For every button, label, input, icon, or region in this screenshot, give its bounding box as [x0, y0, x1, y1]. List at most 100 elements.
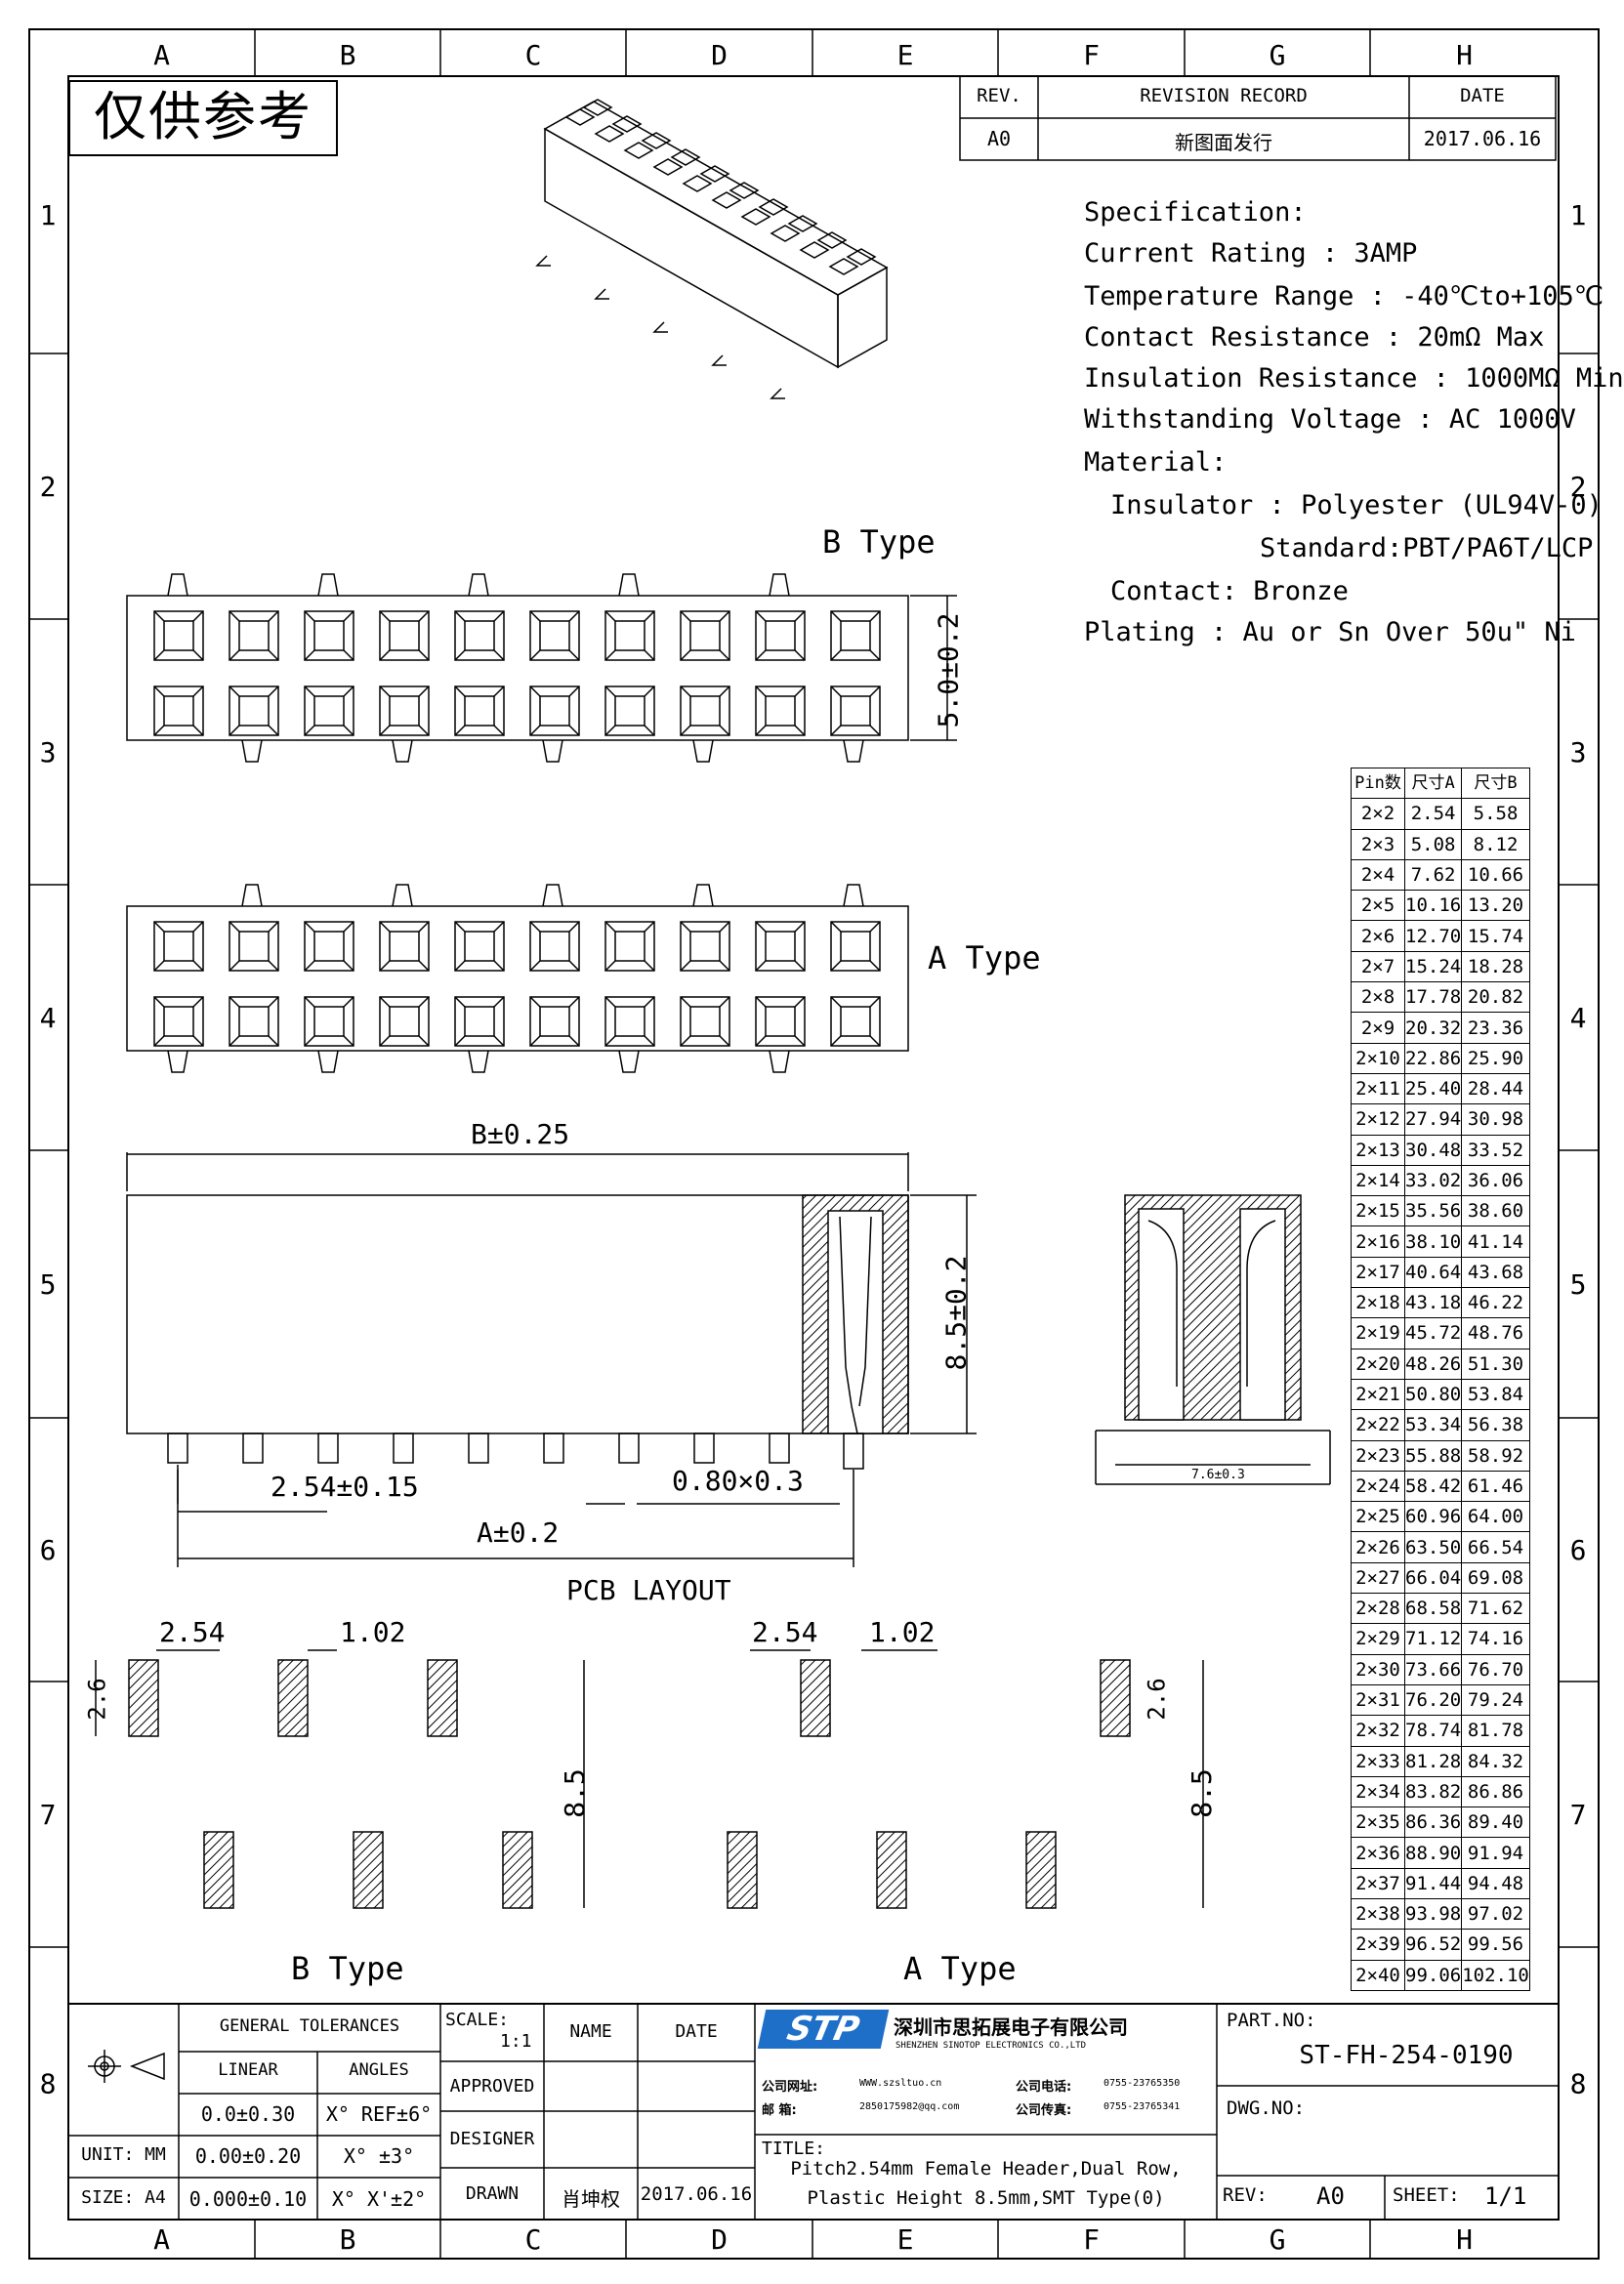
solder-tail-top — [167, 573, 188, 597]
rev-value: A0 — [986, 127, 1012, 150]
contact-cell — [830, 921, 881, 972]
iso-hole — [816, 231, 848, 249]
row-label-4-left: 4 — [40, 1002, 57, 1034]
iso-pin — [535, 255, 551, 267]
dimension-cell-dim-b: 56.38 — [1461, 1409, 1530, 1441]
contact-cell-inner — [313, 620, 345, 651]
dimension-cell-dim-a: 40.64 — [1403, 1256, 1463, 1289]
front-pin — [769, 1433, 790, 1464]
contact-cell-inner — [238, 620, 270, 651]
contact-cell — [529, 921, 580, 972]
dimension-cell-dim-b: 79.24 — [1461, 1683, 1530, 1717]
front-pin — [317, 1433, 339, 1464]
header-dim-a: 尺寸A — [1403, 767, 1463, 800]
solder-tail-top — [843, 884, 864, 907]
side-section-view — [1095, 1194, 1331, 1485]
rev-value-block: A0 — [1316, 2182, 1345, 2210]
front-pin-section — [843, 1433, 864, 1470]
contact-cell — [153, 996, 204, 1047]
contact-cell-inner — [464, 1006, 495, 1037]
fax-label: 公司传真: — [1016, 2103, 1072, 2118]
dimension-cell-dim-a: 53.34 — [1403, 1409, 1463, 1441]
contact-cell — [604, 685, 655, 736]
pcb-a-pitch-label: 2.54 — [752, 1616, 818, 1648]
solder-tail-bottom — [241, 739, 263, 763]
contact-cell-inner — [313, 931, 345, 962]
dimension-cell-dim-b: 38.60 — [1461, 1195, 1530, 1227]
contact-cell-inner — [389, 931, 420, 962]
contact-cell-inner — [689, 931, 721, 962]
column-label-f-bottom: F — [1083, 2223, 1100, 2256]
a-type-top-view — [126, 884, 909, 1073]
dimension-cell-pins: 2×24 — [1351, 1470, 1405, 1503]
pcb-a-pad-width-label: 1.02 — [869, 1616, 936, 1648]
front-pin — [468, 1433, 489, 1464]
dimension-cell-dim-b: 13.20 — [1461, 890, 1530, 922]
dimension-cell-pins: 2×16 — [1351, 1225, 1405, 1258]
row-label-4-right: 4 — [1570, 1002, 1587, 1034]
column-label-c-top: C — [525, 39, 542, 71]
contact-cell — [304, 685, 354, 736]
pcb-b-type-label: B Type — [291, 1950, 404, 1987]
website-label: 公司网址: — [762, 2080, 818, 2095]
approved-label: APPROVED — [449, 2076, 535, 2097]
contact-cell — [604, 610, 655, 661]
row-label-1-right: 1 — [1570, 199, 1587, 231]
contact-cell-inner — [163, 620, 194, 651]
iso-hole — [670, 148, 701, 166]
contact-cell-inner — [765, 1006, 796, 1037]
contact-cell — [755, 685, 806, 736]
column-label-h-bottom: H — [1456, 2223, 1473, 2256]
solder-tail-bottom — [843, 739, 864, 763]
dimension-cell-dim-b: 36.06 — [1461, 1164, 1530, 1197]
contact-cell-inner — [238, 1006, 270, 1037]
row-label-7-right: 7 — [1570, 1799, 1587, 1831]
row-label-7-left: 7 — [40, 1799, 57, 1831]
isometric-connector-view — [535, 99, 889, 399]
email-value: 2850175982@qq.com — [859, 2101, 960, 2112]
dimension-cell-dim-a: 68.58 — [1403, 1593, 1463, 1625]
contact-cell-inner — [163, 1006, 194, 1037]
column-label-e-top: E — [897, 39, 914, 71]
spec-plating: Plating : Au or Sn Over 50u" Ni — [1084, 617, 1576, 647]
solder-tail-bottom — [468, 1050, 489, 1073]
dimension-cell-dim-b: 8.12 — [1461, 828, 1530, 860]
contact-cell-inner — [689, 1006, 721, 1037]
dimension-cell-dim-b: 66.54 — [1461, 1531, 1530, 1563]
row-label-5-left: 5 — [40, 1268, 57, 1301]
iso-hole — [740, 208, 771, 226]
scale-label: SCALE: — [445, 2010, 510, 2030]
contact-cell — [680, 921, 730, 972]
dimension-cell-pins: 2×6 — [1351, 920, 1405, 952]
dimension-cell-pins: 2×10 — [1351, 1042, 1405, 1074]
contact-cell-inner — [163, 695, 194, 727]
linear-tolerance-3: 0.000±0.10 — [188, 2187, 308, 2211]
solder-tail-bottom — [542, 739, 563, 763]
drawn-label: DRAWN — [465, 2183, 520, 2204]
scale-value: 1:1 — [500, 2031, 532, 2052]
revision-record-header: REVISION RECORD — [1140, 85, 1308, 106]
contact-cell — [454, 996, 505, 1047]
contact-cell-inner — [313, 1006, 345, 1037]
dimension-cell-dim-a: 22.86 — [1403, 1042, 1463, 1074]
column-label-h-top: H — [1456, 39, 1473, 71]
iso-hole — [582, 99, 613, 116]
dimension-cell-pins: 2×4 — [1351, 858, 1405, 892]
spec-contact: Contact: Bronze — [1110, 576, 1349, 606]
email-label: 邮 箱: — [762, 2103, 797, 2118]
iso-hole — [564, 108, 596, 126]
contact-cell — [529, 610, 580, 661]
iso-hole — [828, 258, 859, 275]
part-no-label: PART.NO: — [1227, 2010, 1316, 2031]
column-label-g-bottom: G — [1270, 2223, 1286, 2256]
